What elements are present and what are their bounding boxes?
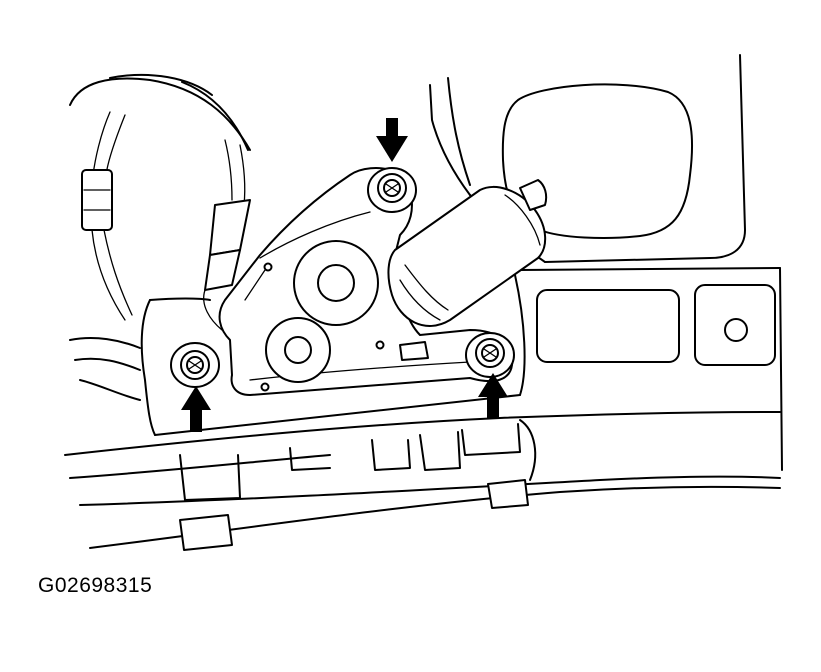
wire-harness — [81, 111, 251, 331]
body-panel — [64, 54, 783, 551]
figure-code: G02698315 — [38, 574, 153, 597]
bolt-left — [180, 350, 210, 380]
arrow-down-icon — [376, 118, 408, 162]
arrow-up-icon — [181, 386, 211, 432]
wiper-motor-assembly — [170, 167, 548, 396]
bolt-top — [377, 173, 407, 203]
arrow-up-icon — [478, 373, 508, 419]
bolt-right — [475, 338, 505, 368]
